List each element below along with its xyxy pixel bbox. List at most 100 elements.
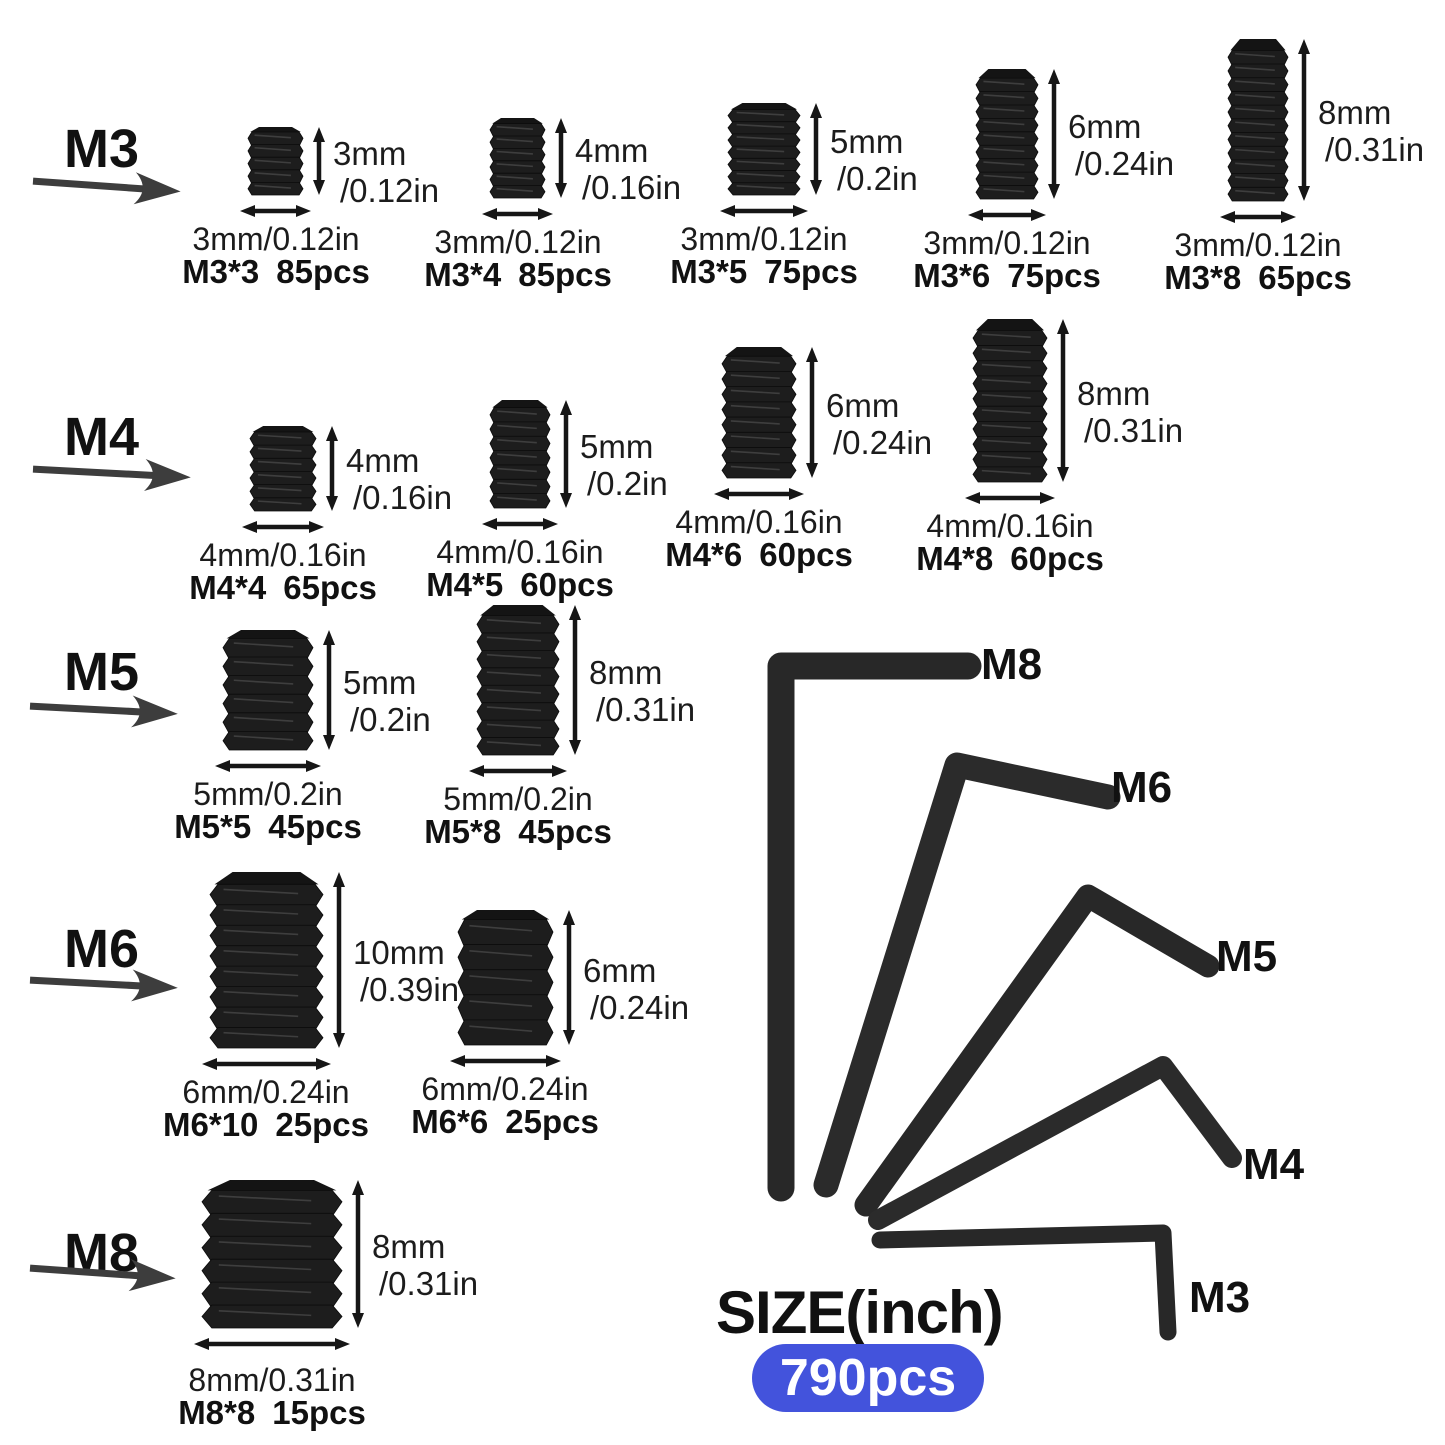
set-screw-image	[975, 69, 1039, 200]
screw-count: 45pcs	[518, 813, 612, 850]
screw-width-label: 3mm/0.12in	[923, 225, 1091, 261]
screw-length-mm: 5mm	[830, 123, 904, 160]
screw-width-label: 8mm/0.31in	[188, 1362, 356, 1398]
screw-length-in: /0.24in	[590, 989, 690, 1026]
screw-length-mm: 8mm	[1318, 94, 1392, 131]
vertical-dimension-arrow	[561, 910, 577, 1045]
screw-count: 85pcs	[518, 256, 612, 293]
screw-length-mm: 6mm	[826, 387, 900, 424]
hex-key-m4	[868, 1056, 1242, 1230]
screw-name-label: M5*5 45pcs	[158, 810, 378, 844]
screw-length-in: /0.2in	[587, 465, 668, 502]
screw-length-mm: 6mm	[583, 952, 657, 989]
vertical-dimension-arrow	[324, 426, 340, 511]
row-label-m5: M5	[64, 642, 140, 702]
horizontal-dimension-arrow	[242, 519, 324, 535]
screw-length-mm: 3mm	[333, 135, 407, 172]
horizontal-dimension-arrow	[965, 490, 1055, 506]
right-arrow-icon	[27, 962, 179, 1006]
screw-width-label: 3mm/0.12in	[192, 221, 360, 257]
screw-length-in: /0.16in	[353, 479, 453, 516]
hex-key-label-m3: M3	[1189, 1273, 1251, 1322]
vertical-dimension-arrow	[808, 103, 824, 195]
screw-length-mm: 4mm	[346, 442, 420, 479]
screw-size: M5*5	[174, 808, 252, 845]
screw-name-label: M6*6 25pcs	[395, 1105, 615, 1139]
vertical-dimension-arrow	[321, 630, 337, 750]
screw-width-label: 3mm/0.12in	[680, 221, 848, 257]
screw-count: 60pcs	[1010, 540, 1104, 577]
screw-size: M6*6	[411, 1103, 489, 1140]
screw-length-mm: 10mm	[353, 934, 445, 971]
horizontal-dimension-arrow	[240, 203, 311, 219]
screw-width-label: 4mm/0.16in	[436, 534, 604, 570]
screw-size: M3*8	[1164, 259, 1242, 296]
screw-size: M8*8	[178, 1394, 256, 1431]
screw-size: M3*5	[670, 253, 748, 290]
horizontal-dimension-arrow	[450, 1053, 561, 1069]
size-title: SIZE(inch)	[716, 1279, 1004, 1346]
screw-length-mm: 8mm	[372, 1228, 446, 1265]
screw-name-label: M8*8 15pcs	[162, 1396, 382, 1430]
screw-name-label: M4*4 65pcs	[173, 571, 393, 605]
right-arrow-icon	[27, 688, 179, 732]
screw-width-label: 5mm/0.2in	[443, 781, 593, 817]
screw-width-label: 5mm/0.2in	[193, 776, 343, 812]
screw-length-in: /0.31in	[1084, 412, 1184, 449]
screw-count: 60pcs	[759, 536, 853, 573]
hex-key-label-m6: M6	[1111, 763, 1173, 812]
set-screw-image	[1227, 39, 1289, 202]
screw-size: M4*4	[189, 569, 267, 606]
screw-length-in: /0.2in	[350, 701, 431, 738]
screw-length-in: /0.31in	[379, 1265, 479, 1302]
screw-count: 45pcs	[268, 808, 362, 845]
horizontal-dimension-arrow	[202, 1056, 331, 1072]
screw-size: M4*8	[916, 540, 994, 577]
screw-length-in: /0.31in	[596, 691, 696, 728]
screw-count: 75pcs	[764, 253, 858, 290]
screw-size: M6*10	[163, 1106, 259, 1143]
hex-key-m3	[871, 1224, 1177, 1341]
screw-count: 65pcs	[283, 569, 377, 606]
screw-count: 85pcs	[276, 253, 370, 290]
vertical-dimension-arrow	[558, 400, 574, 508]
screw-size: M3*4	[424, 256, 502, 293]
set-screw-image	[972, 319, 1048, 483]
screw-length-in: /0.16in	[582, 169, 682, 206]
screw-length-in: /0.24in	[1075, 145, 1175, 182]
vertical-dimension-arrow	[1296, 39, 1312, 201]
screw-name-label: M5*8 45pcs	[408, 815, 628, 849]
screw-length-mm: 4mm	[575, 132, 649, 169]
set-screw-image	[222, 630, 314, 751]
screw-name-label: M4*8 60pcs	[900, 542, 1120, 576]
screw-length-mm: 8mm	[589, 654, 663, 691]
screw-length-in: /0.31in	[1325, 131, 1425, 168]
screw-length-in: /0.39in	[360, 971, 460, 1008]
screw-name-label: M3*4 85pcs	[408, 258, 628, 292]
screw-size: M5*8	[424, 813, 502, 850]
set-screw-image	[489, 118, 546, 199]
screw-width-label: 3mm/0.12in	[1174, 227, 1342, 263]
screw-width-label: 3mm/0.12in	[434, 224, 602, 260]
set-screw-image	[249, 426, 317, 512]
screw-count: 75pcs	[1007, 257, 1101, 294]
screw-name-label: M3*5 75pcs	[654, 255, 874, 289]
set-screw-image	[476, 605, 560, 756]
vertical-dimension-arrow	[311, 127, 327, 195]
set-screw-image	[489, 400, 551, 509]
horizontal-dimension-arrow	[215, 758, 321, 774]
screw-size: M4*5	[426, 566, 504, 603]
screw-count: 15pcs	[272, 1394, 366, 1431]
vertical-dimension-arrow	[567, 605, 583, 755]
screw-length-in: /0.2in	[837, 160, 918, 197]
screw-width-label: 4mm/0.16in	[199, 537, 367, 573]
right-arrow-icon	[30, 451, 192, 495]
screw-count: 25pcs	[505, 1103, 599, 1140]
set-screw-image	[457, 910, 554, 1046]
